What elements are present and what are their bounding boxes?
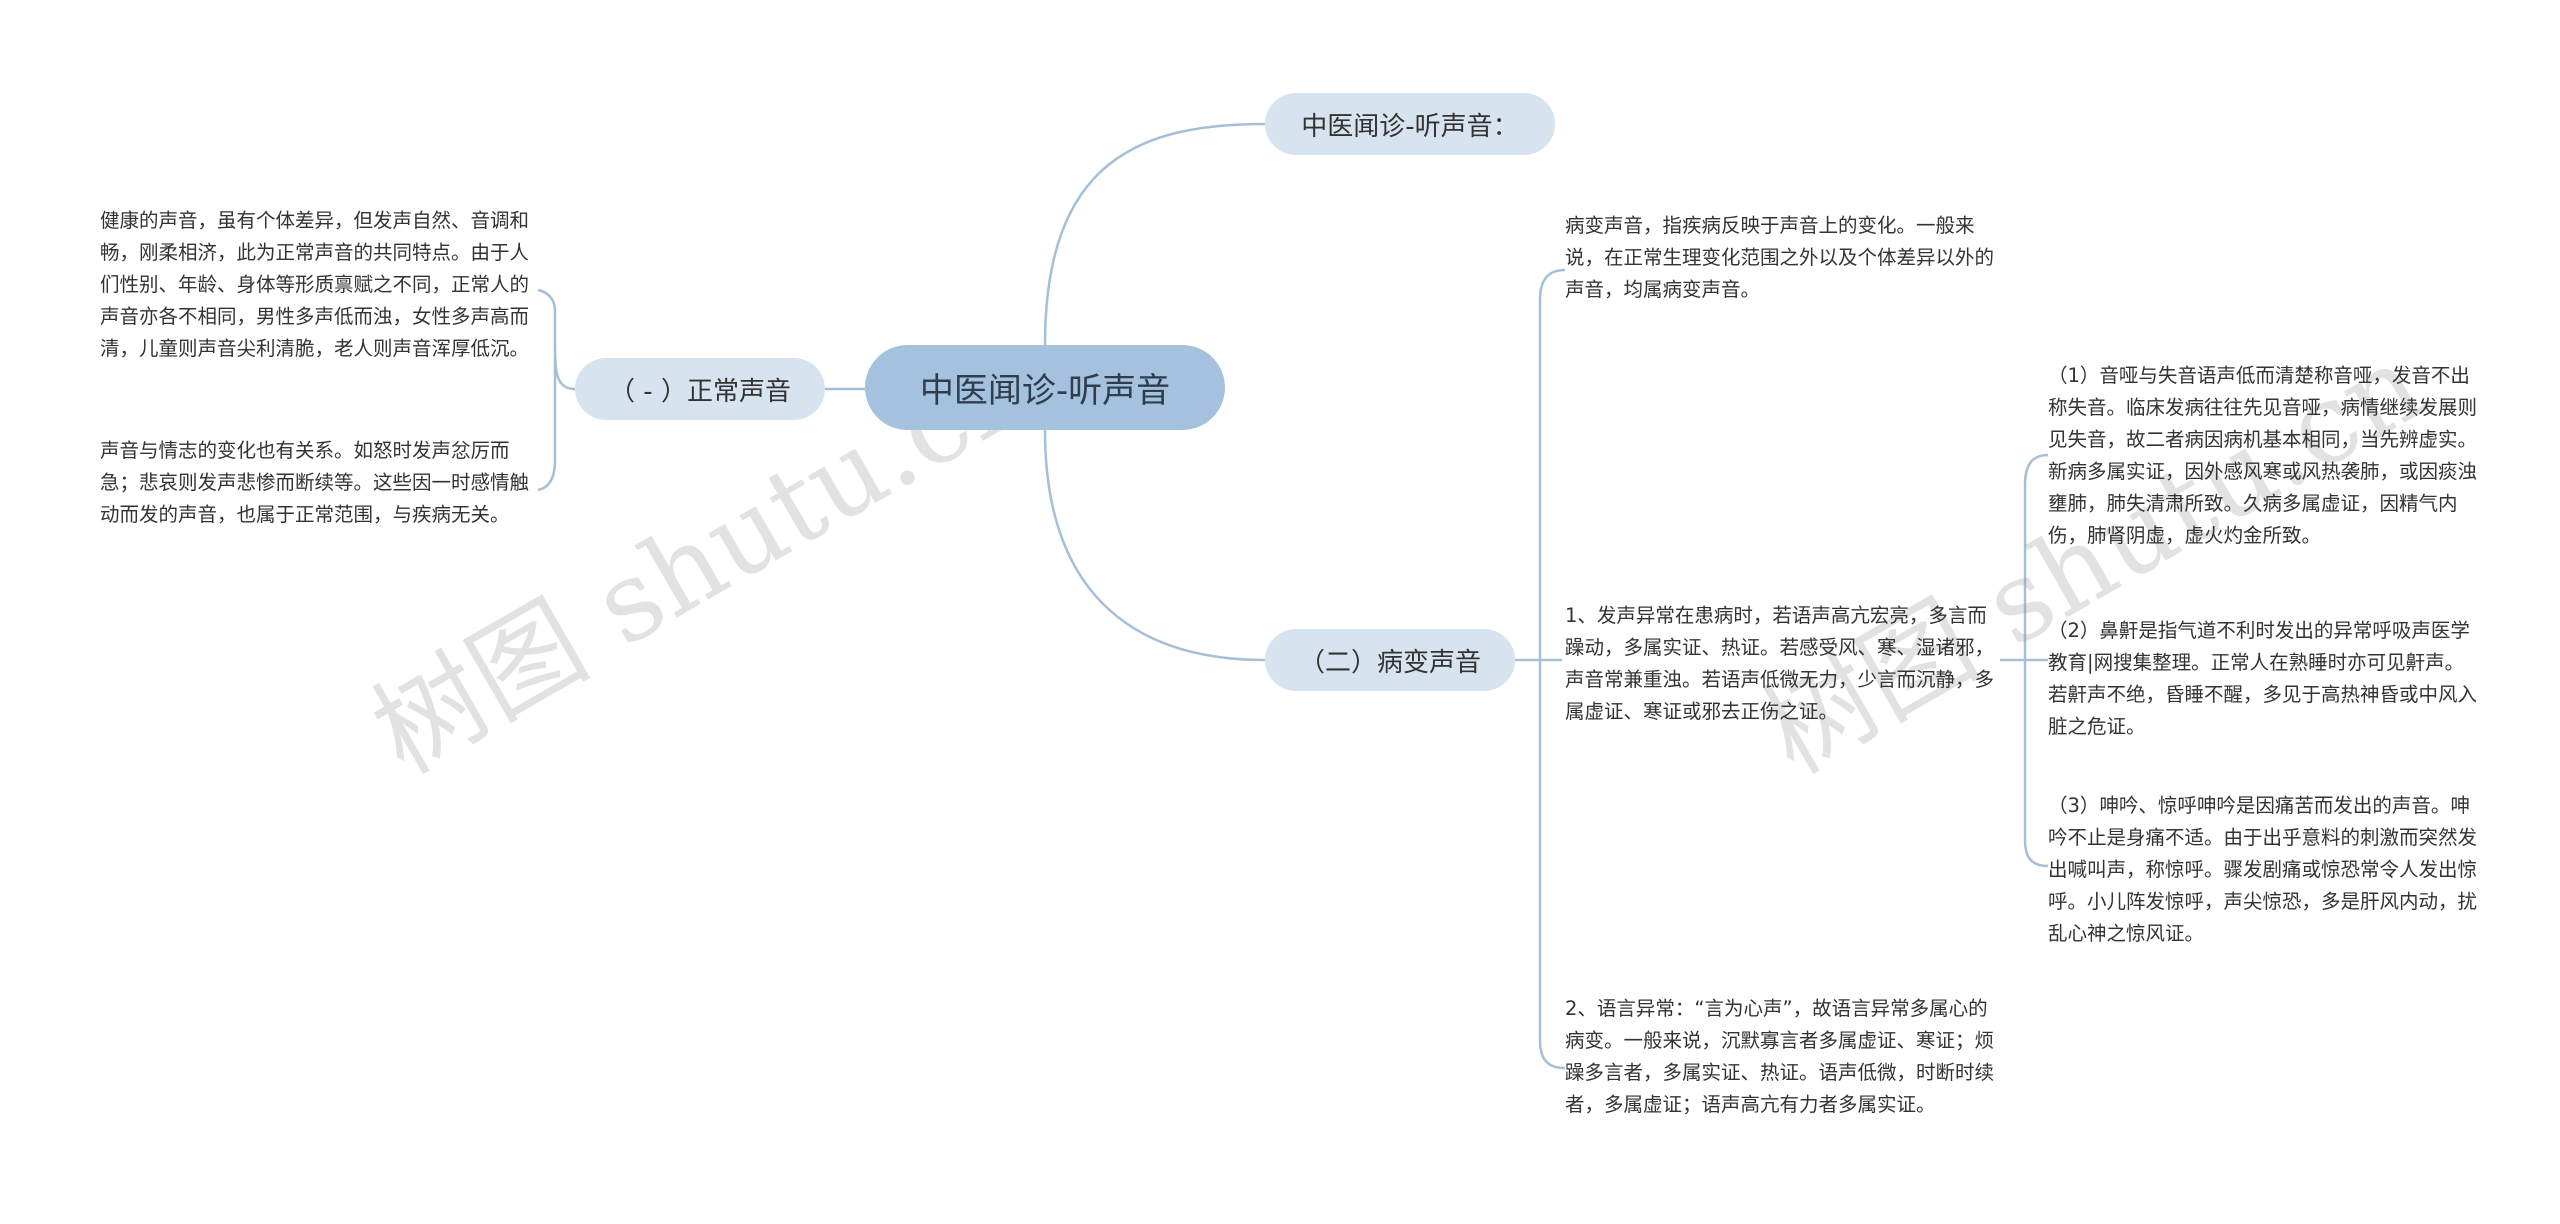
disease-item2-leaf: 2、语言异常：“言为心声”，故语言异常多属心的病变。一般来说，沉默寡言者多属虚证… [1565, 997, 1995, 1116]
branch-disease-node[interactable]: （二）病变声音 [1265, 629, 1515, 691]
disease-intro-leaf: 病变声音，指疾病反映于声音上的变化。一般来说，在正常生理变化范围之外以及个体差异… [1565, 214, 1995, 301]
edge-disease-bracket [1538, 268, 1566, 1070]
edge-root-disease [1043, 429, 1266, 662]
subitem-2-leaf: （2）鼻鼾是指气道不利时发出的异常呼吸声医学教育|网搜集整理。正常人在熟睡时亦可… [2048, 619, 2478, 738]
subitem-3-leaf: （3）呻吟、惊呼呻吟是因痛苦而发出的声音。呻吟不止是身痛不适。由于出乎意料的刺激… [2048, 794, 2478, 945]
branch-top-node[interactable]: 中医闻诊-听声音： [1265, 93, 1555, 155]
branch-normal-node[interactable]: （ - ）正常声音 [575, 358, 825, 420]
root-node[interactable]: 中医闻诊-听声音 [865, 345, 1225, 430]
disease-item1-leaf: 1、发声异常在患病时，若语声高亢宏亮，多言而躁动，多属实证、热证。若感受风、寒、… [1565, 604, 1995, 723]
edge-root-top [1043, 122, 1266, 346]
normal-leaf-1: 健康的声音，虽有个体差异，但发声自然、音调和畅，刚柔相济，此为正常声音的共同特点… [100, 209, 530, 360]
edge-item1-bracket [2023, 453, 2049, 868]
subitem-1-leaf: （1）音哑与失音语声低而清楚称音哑，发音不出称失音。临床发病往往先见音哑，病情继… [2048, 364, 2478, 547]
edge-normal-bracket [537, 288, 576, 492]
normal-leaf-2: 声音与情志的变化也有关系。如怒时发声忿厉而急；悲哀则发声悲惨而断续等。这些因一时… [100, 439, 530, 526]
